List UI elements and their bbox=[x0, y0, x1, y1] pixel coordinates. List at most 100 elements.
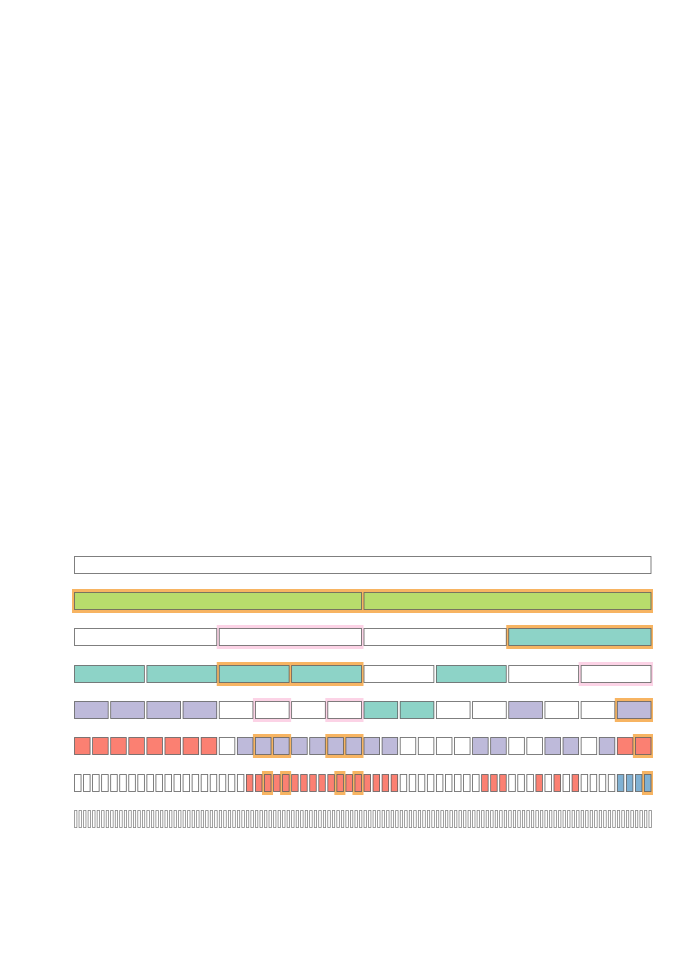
node-cell bbox=[345, 774, 353, 792]
node-cell bbox=[236, 737, 254, 755]
node-cell bbox=[78, 810, 82, 828]
node-cell bbox=[291, 701, 326, 719]
highlight-layer bbox=[72, 589, 653, 795]
node-cell bbox=[218, 737, 236, 755]
node-cell bbox=[142, 810, 146, 828]
node-cell bbox=[490, 737, 507, 755]
node-cell bbox=[598, 737, 616, 755]
node-cell bbox=[436, 810, 440, 828]
node-cell bbox=[625, 774, 634, 792]
node-cell bbox=[187, 810, 191, 828]
node-cell bbox=[227, 810, 232, 828]
node-cell bbox=[250, 810, 254, 828]
node-cell bbox=[626, 810, 630, 828]
node-cell bbox=[350, 810, 354, 828]
node-cell bbox=[119, 774, 127, 792]
node-cell bbox=[74, 556, 652, 574]
node-cell bbox=[594, 810, 598, 828]
node-cell bbox=[101, 810, 105, 828]
node-cell bbox=[635, 737, 652, 755]
node-cell bbox=[273, 810, 277, 828]
node-cell bbox=[273, 774, 281, 792]
node-cell bbox=[544, 701, 580, 719]
node-cell bbox=[345, 737, 362, 755]
node-cell bbox=[431, 810, 435, 828]
node-cell bbox=[146, 810, 150, 828]
node-cell bbox=[83, 810, 87, 828]
node-cell bbox=[359, 810, 363, 828]
node-cell bbox=[105, 810, 109, 828]
node-cell bbox=[137, 810, 141, 828]
node-cell bbox=[526, 737, 543, 755]
node-cell bbox=[196, 810, 200, 828]
node-cell bbox=[395, 810, 399, 828]
node-cell bbox=[503, 810, 507, 828]
node-cell bbox=[218, 701, 254, 719]
node-cell bbox=[155, 810, 159, 828]
node-cell bbox=[508, 628, 652, 646]
node-cell bbox=[616, 701, 652, 719]
node-cell bbox=[74, 665, 145, 683]
node-cell bbox=[558, 810, 562, 828]
node-cell bbox=[273, 737, 290, 755]
node-cell bbox=[291, 737, 308, 755]
node-cell bbox=[540, 810, 544, 828]
node-cell bbox=[494, 810, 498, 828]
node-cell bbox=[363, 665, 435, 683]
node-cell bbox=[164, 774, 172, 792]
node-cell bbox=[472, 701, 507, 719]
node-cell bbox=[92, 810, 96, 828]
node-cell bbox=[345, 810, 349, 828]
node-cell bbox=[517, 774, 525, 792]
node-cell bbox=[386, 810, 390, 828]
node-cell bbox=[589, 774, 598, 792]
node-cell bbox=[268, 810, 272, 828]
node-cell bbox=[232, 810, 236, 828]
node-cell bbox=[644, 774, 652, 792]
node-cell bbox=[74, 737, 91, 755]
node-cell bbox=[182, 810, 186, 828]
node-cell bbox=[218, 628, 362, 646]
node-cell bbox=[467, 810, 471, 828]
node-cell bbox=[146, 701, 181, 719]
node-cell bbox=[255, 737, 272, 755]
node-cell bbox=[178, 810, 182, 828]
node-cell bbox=[200, 737, 218, 755]
node-cell bbox=[255, 701, 290, 719]
node-cell bbox=[472, 810, 476, 828]
node-cell bbox=[508, 737, 525, 755]
node-cell bbox=[114, 810, 118, 828]
node-cell bbox=[417, 774, 426, 792]
node-cell bbox=[336, 774, 344, 792]
node-cell bbox=[309, 810, 313, 828]
node-cell bbox=[481, 810, 485, 828]
node-cell bbox=[363, 737, 380, 755]
node-cell bbox=[110, 737, 127, 755]
node-cell bbox=[327, 701, 362, 719]
node-cell bbox=[535, 810, 539, 828]
node-cell bbox=[616, 774, 625, 792]
node-cell bbox=[286, 810, 290, 828]
node-cell bbox=[363, 628, 507, 646]
node-cell bbox=[246, 810, 250, 828]
node-cell bbox=[74, 592, 362, 610]
node-cell bbox=[535, 774, 543, 792]
node-cell bbox=[598, 774, 607, 792]
node-cell bbox=[463, 774, 471, 792]
node-cell bbox=[363, 701, 399, 719]
node-cell bbox=[309, 737, 326, 755]
node-cell bbox=[155, 774, 163, 792]
node-cell bbox=[427, 810, 431, 828]
node-cell bbox=[318, 810, 322, 828]
node-cell bbox=[110, 810, 114, 828]
node-cell bbox=[399, 701, 435, 719]
node-cell bbox=[576, 810, 580, 828]
node-cell bbox=[499, 774, 507, 792]
node-cell bbox=[300, 810, 304, 828]
node-cell bbox=[169, 810, 173, 828]
node-cell bbox=[236, 774, 245, 792]
node-cell bbox=[630, 810, 634, 828]
node-cell bbox=[472, 774, 480, 792]
node-cell bbox=[499, 810, 503, 828]
node-cell bbox=[526, 774, 534, 792]
